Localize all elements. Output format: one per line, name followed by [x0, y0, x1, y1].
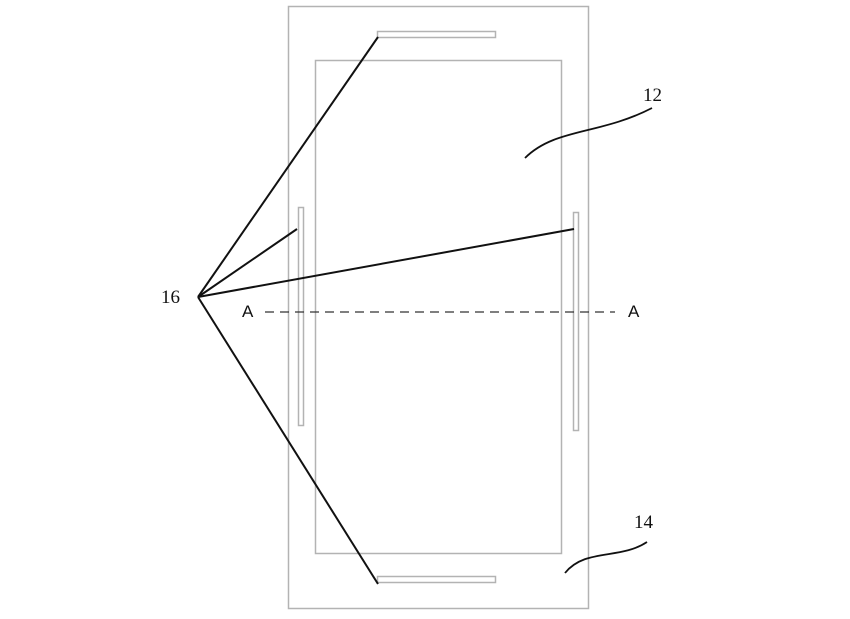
leader-lines-16: [197, 36, 575, 585]
outer-frame: [287, 5, 590, 610]
leader-curve-12: [524, 107, 653, 159]
top-strip: [376, 30, 497, 39]
label-16: 16: [161, 287, 180, 308]
left-strip: [297, 206, 305, 427]
inner-panel: [314, 59, 563, 555]
section-label-left: A: [242, 302, 254, 321]
section-label-right: A: [628, 302, 640, 321]
right-strip: [572, 211, 580, 432]
leader-curve-14: [564, 541, 648, 574]
label-14: 14: [634, 512, 654, 533]
label-12: 12: [643, 85, 662, 106]
bottom-strip: [376, 575, 497, 584]
